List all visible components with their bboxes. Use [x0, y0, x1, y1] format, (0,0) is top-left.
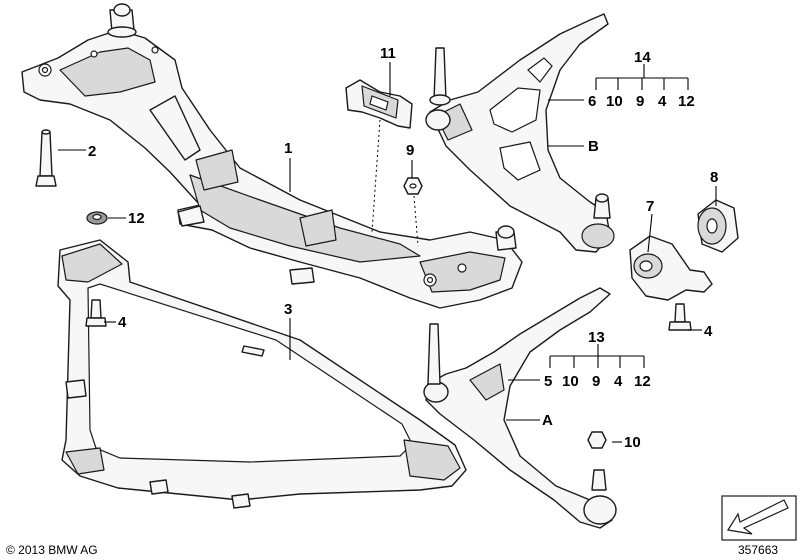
bolt-part-4-right	[668, 303, 692, 331]
group13-item-9: 9	[592, 373, 600, 390]
bracket-part-11	[345, 79, 413, 129]
copyright-text: © 2013 BMW AG	[6, 543, 98, 557]
bolt-part-4-left	[85, 299, 107, 327]
callout-8: 8	[710, 169, 718, 186]
callout-10: 10	[624, 434, 641, 451]
callout-1: 1	[284, 140, 292, 157]
washer-part-12	[86, 211, 108, 225]
callout-B: B	[588, 138, 599, 155]
group14-item-10: 10	[606, 93, 623, 110]
callout-3: 3	[284, 301, 292, 318]
callout-7: 7	[646, 198, 654, 215]
group14-item-9: 9	[636, 93, 644, 110]
diagram-number: 357663	[738, 543, 778, 557]
thrust-plate-part-3	[57, 239, 467, 509]
leader-lines	[58, 62, 717, 443]
callout-2: 2	[88, 143, 96, 160]
group13-item-4: 4	[614, 373, 623, 390]
group13-item-12: 12	[634, 373, 651, 390]
callout-11: 11	[380, 45, 396, 62]
group14-item-12: 12	[678, 93, 695, 110]
rubber-mount-part-8	[697, 199, 739, 253]
callout-14: 14	[634, 49, 651, 66]
bolt-part-2	[35, 129, 57, 187]
callout-4-left: 4	[118, 314, 127, 331]
callout-13: 13	[588, 329, 605, 346]
arrow-icon-box	[721, 495, 797, 541]
bushing-part-7	[629, 235, 713, 301]
callout-9: 9	[406, 142, 414, 159]
group14-item-6: 6	[588, 93, 596, 110]
control-arm-A	[423, 287, 617, 529]
group13-item-5: 5	[544, 373, 552, 390]
front-axle-carrier	[21, 3, 523, 309]
callout-12: 12	[128, 210, 145, 227]
nut-part-10	[587, 431, 607, 449]
group13-item-10: 10	[562, 373, 579, 390]
callout-4-right: 4	[704, 323, 713, 340]
nut-part-9	[403, 177, 423, 195]
callout-A: A	[542, 412, 553, 429]
group14-item-4: 4	[658, 93, 667, 110]
arrow-icon	[727, 499, 789, 535]
control-arm-B	[425, 13, 615, 253]
